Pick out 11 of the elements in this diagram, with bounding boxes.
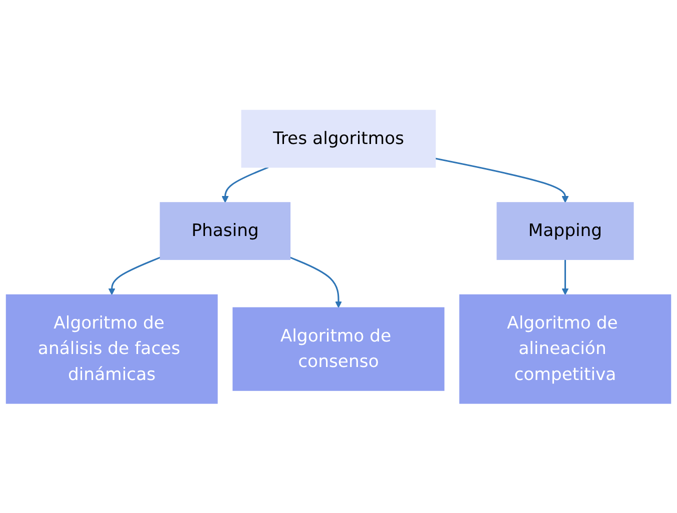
node-box: Algoritmo de alineación competitiva xyxy=(459,294,672,404)
node-box: Phasing xyxy=(160,202,290,260)
node-box: Tres algoritmos xyxy=(241,110,436,168)
arrow xyxy=(290,256,342,308)
arrow xyxy=(562,259,569,295)
arrow xyxy=(108,256,160,295)
arrow xyxy=(222,166,269,202)
node-box: Algoritmo de análisis de faces dinámicas xyxy=(6,294,218,404)
node-box: Algoritmo de consenso xyxy=(232,306,444,391)
node-box: Mapping xyxy=(496,202,634,260)
arrow xyxy=(435,157,569,202)
